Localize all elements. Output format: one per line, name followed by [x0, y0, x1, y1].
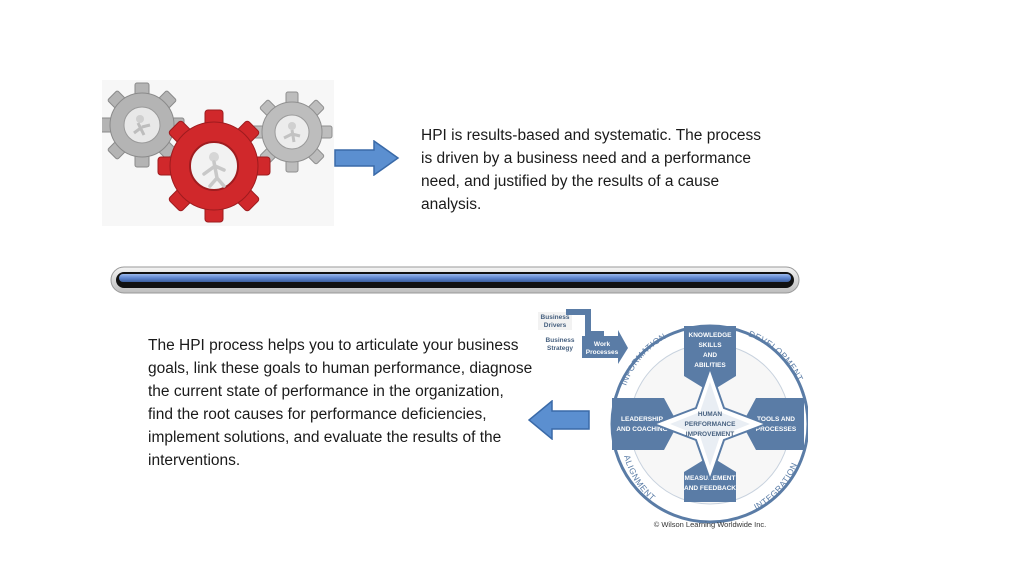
gears-image	[102, 80, 334, 226]
divider-bar	[110, 266, 800, 294]
svg-text:AND FEEDBACK: AND FEEDBACK	[684, 485, 736, 492]
svg-text:KNOWLEDGE: KNOWLEDGE	[689, 332, 733, 339]
left-arrow-icon	[528, 400, 590, 440]
knowledge-skills-box: KNOWLEDGE SKILLS AND ABILITIES	[684, 326, 736, 392]
work-processes-arrow: Work Processes	[582, 330, 628, 364]
hpi-summary-text: HPI is results-based and systematic. The…	[421, 127, 761, 213]
svg-text:AND: AND	[703, 352, 717, 359]
svg-text:Work: Work	[594, 341, 611, 348]
drivers-connector	[566, 309, 604, 337]
svg-text:Strategy: Strategy	[547, 345, 573, 352]
red-gear-icon	[157, 109, 271, 223]
svg-text:Business: Business	[546, 337, 575, 344]
svg-text:Drivers: Drivers	[544, 322, 567, 329]
business-strategy-box: Business Strategy	[546, 337, 575, 352]
hpi-model-diagram: Business Drivers Business Strategy Work …	[538, 309, 808, 529]
right-arrow-icon	[334, 140, 400, 176]
svg-text:AND COACHING: AND COACHING	[616, 426, 667, 433]
copyright-text: © Wilson Learning Worldwide Inc.	[654, 520, 767, 529]
svg-text:Processes: Processes	[586, 349, 619, 356]
tools-processes-box: TOOLS AND PROCESSES	[742, 398, 804, 450]
hpi-process-text: The HPI process helps you to articulate …	[148, 337, 533, 469]
business-drivers-box: Business Drivers	[538, 312, 572, 330]
gray-gear-right-icon	[251, 91, 333, 173]
human-performance-improvement-center: HUMAN PERFORMANCE IMPROVEMENT	[651, 364, 769, 484]
svg-text:Business: Business	[541, 314, 570, 321]
svg-text:PROCESSES: PROCESSES	[756, 426, 797, 433]
svg-text:PERFORMANCE: PERFORMANCE	[685, 421, 737, 428]
svg-text:LEADERSHIP: LEADERSHIP	[621, 416, 664, 423]
svg-text:TOOLS AND: TOOLS AND	[757, 416, 795, 423]
svg-text:IMPROVEMENT: IMPROVEMENT	[686, 431, 734, 438]
leadership-coaching-box: LEADERSHIP AND COACHING	[612, 398, 678, 450]
svg-text:ABILITIES: ABILITIES	[694, 362, 726, 369]
svg-text:HUMAN: HUMAN	[698, 411, 722, 418]
svg-text:SKILLS: SKILLS	[698, 342, 722, 349]
